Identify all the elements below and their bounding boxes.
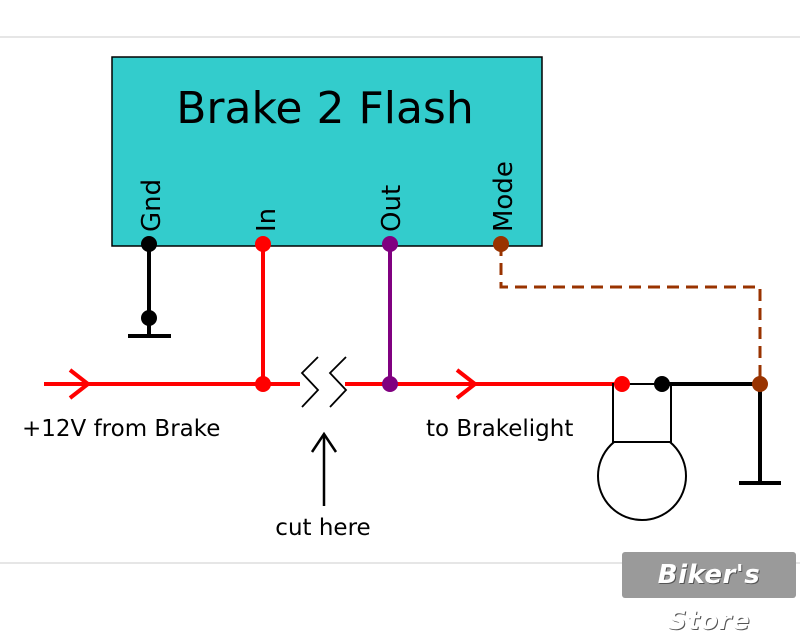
pin-label-out: Out	[377, 185, 407, 232]
input-label: +12V from Brake	[22, 416, 220, 442]
bulb-base	[612, 383, 672, 443]
in-pin-dot	[255, 236, 271, 252]
cut-break-icon-left	[300, 356, 320, 408]
gnd-node-dot	[141, 310, 157, 326]
gnd-pin-dot	[141, 236, 157, 252]
brake2flash-module-box	[111, 56, 543, 247]
input-arrow-icon	[68, 368, 92, 400]
pin-label-mode: Mode	[489, 161, 519, 232]
brakelight-bulb-icon	[597, 431, 687, 521]
cut-break-icon-right	[328, 356, 348, 408]
mode-junction-dot	[752, 376, 768, 392]
cut-label: cut here	[275, 515, 370, 541]
mode-wire-dashed	[499, 244, 762, 384]
module-title: Brake 2 Flash	[176, 83, 474, 134]
out-pin-dot	[382, 236, 398, 252]
in-junction-dot	[255, 376, 271, 392]
pin-label-in: In	[252, 208, 282, 232]
bulb-positive-dot	[614, 376, 630, 392]
output-arrow-icon	[455, 368, 479, 400]
output-label: to Brakelight	[426, 416, 573, 442]
wiring-diagram: Brake 2 Flash Gnd In Out Mode +12V from …	[0, 36, 800, 564]
mode-pin-dot	[493, 236, 509, 252]
bulb-negative-dot	[654, 376, 670, 392]
out-junction-dot	[382, 376, 398, 392]
pin-label-gnd: Gnd	[137, 179, 167, 232]
bikers-store-watermark: Biker's Store	[622, 552, 796, 636]
cut-pointer-arrow-icon	[310, 431, 338, 453]
